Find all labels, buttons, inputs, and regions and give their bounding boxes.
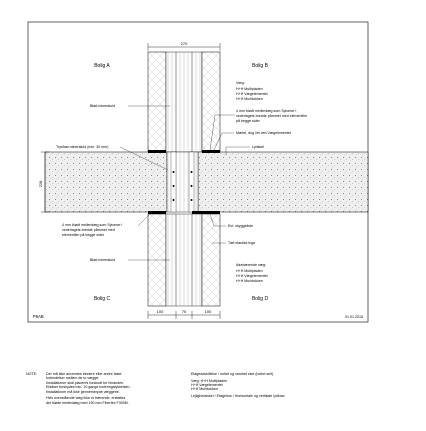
callout-shadow-strip: Evt. skyggeliste [209, 213, 253, 228]
note-paragraph: Hvis ovenstående væg ikke er bærende, er… [46, 396, 129, 405]
svg-text:vederlagets bredde påmmet med: vederlagets bredde påmmet med elementlim [236, 114, 307, 118]
notes-left-column: Der må ikke anvendes bindere eller andre… [46, 372, 206, 407]
room-label-d: Bolig D [252, 296, 269, 302]
svg-text:Evt. skyggeliste: Evt. skyggeliste [228, 224, 253, 228]
membrane-top-left [148, 150, 166, 153]
notes-label: NOTE: [26, 372, 37, 376]
svg-text:på begge sider: på begge sider [236, 119, 261, 123]
membrane-bottom-right [192, 211, 220, 214]
wall-gap-lower [165, 213, 203, 307]
svg-text:4 mm blødt mellemlæg som Sylom: 4 mm blødt mellemlæg som Sylomer i [236, 109, 297, 113]
note-wall-spec: Væg: H+H Multipladen H+H Vægelementet H+… [191, 378, 228, 392]
room-label-c: Bolig C [94, 296, 111, 302]
membrane-bottom-left [148, 211, 166, 214]
wall-right-upper [201, 51, 221, 153]
drawing-code: P6AB [33, 314, 44, 319]
svg-text:H+H Multipladen: H+H Multipladen [236, 87, 263, 91]
room-label-b: Bolig B [252, 63, 269, 69]
note-paragraph: Der må ikke anvendes bindere eller andre… [46, 372, 131, 394]
callout-mortar: Mørtel, dog lim ved Vægelementet [213, 131, 291, 151]
svg-text:Ikkebærende væg:: Ikkebærende væg: [236, 263, 266, 267]
floor-slab-left [44, 151, 168, 213]
dimension-left-label: 228 [38, 180, 43, 187]
room-label-a: Bolig A [94, 63, 110, 69]
notes-block: NOTE: Der må ikke anvendes bindere eller… [26, 372, 416, 426]
drawing-date: 01.01.2015 [345, 315, 363, 319]
svg-text:4 mm blødt mellemlæg som Sylom: 4 mm blødt mellemlæg som Sylomer i [62, 223, 123, 227]
callout-soft-wool-top: Blød mineraluld [90, 104, 170, 108]
svg-text:vederlagets bredde påmmet med: vederlagets bredde påmmet med [62, 228, 115, 232]
dimension-bottom: 100 70 100 [147, 309, 221, 319]
callout-elastic-joint: Tæt elastisk fuge [212, 241, 255, 245]
svg-text:H+H Vægelementet: H+H Vægelementet [236, 92, 268, 96]
membrane-top-right [202, 150, 220, 153]
svg-text:Væg:: Væg: [236, 81, 245, 85]
note-title: Etageadskillelse / lodret og vandret ske… [191, 372, 274, 376]
callout-sound-separation: Lydskel [225, 145, 264, 155]
svg-text:Blød mineraluld: Blød mineraluld [90, 104, 115, 108]
wall-gap-upper [165, 51, 203, 153]
note-category: Lejlighedsskel / Etagehus / Horisontale … [191, 394, 285, 398]
svg-text:Blød mineraluld: Blød mineraluld [90, 258, 115, 262]
callout-membrane-top: 4 mm blødt mellemlæg som Sylomer i veder… [209, 109, 307, 151]
dimension-bottom-left-label: 100 [157, 309, 164, 314]
svg-text:Mørtel, dog lim ved Vægelement: Mørtel, dog lim ved Vægelementet [236, 131, 291, 135]
wall-left-upper [147, 51, 167, 153]
wall-spec-bottom: Ikkebærende væg: H+H Multipladen H+H Væg… [236, 263, 268, 283]
svg-text:H+H Murblokken: H+H Murblokken [236, 97, 263, 101]
dimension-top-label: 270 [181, 41, 188, 46]
svg-text:Trykfast mineraluld (min. 30 m: Trykfast mineraluld (min. 30 mm) [56, 145, 108, 149]
svg-text:Lydskel: Lydskel [252, 145, 264, 149]
wall-right-lower [201, 213, 221, 307]
callout-pressure-wool: Trykfast mineraluld (min. 30 mm) [56, 145, 169, 171]
callout-soft-wool-bottom: Blød mineraluld [90, 258, 170, 262]
callout-membrane-bottom: 4 mm blødt mellemlæg som Sylomer i veder… [62, 213, 151, 237]
dimension-top: 270 [147, 41, 221, 51]
svg-text:H+H Vægelementet: H+H Vægelementet [236, 274, 268, 278]
floor-slab-right [197, 151, 369, 213]
notes-right-column: Etageadskillelse / lodret og vandret ske… [191, 372, 411, 401]
dimension-bottom-right-label: 100 [205, 309, 212, 314]
dimension-left: 228 [38, 151, 49, 213]
svg-text:Tæt elastisk fuge: Tæt elastisk fuge [228, 241, 255, 245]
wall-spec-top: Væg: H+H Multipladen H+H Vægelementet H+… [236, 81, 268, 101]
svg-text:H+H Murblokken: H+H Murblokken [236, 279, 263, 283]
svg-text:H+H Multipladen: H+H Multipladen [236, 269, 263, 273]
dimension-bottom-middle-label: 70 [182, 309, 187, 314]
svg-text:elementlim på begge sider: elementlim på begge sider [62, 233, 105, 237]
